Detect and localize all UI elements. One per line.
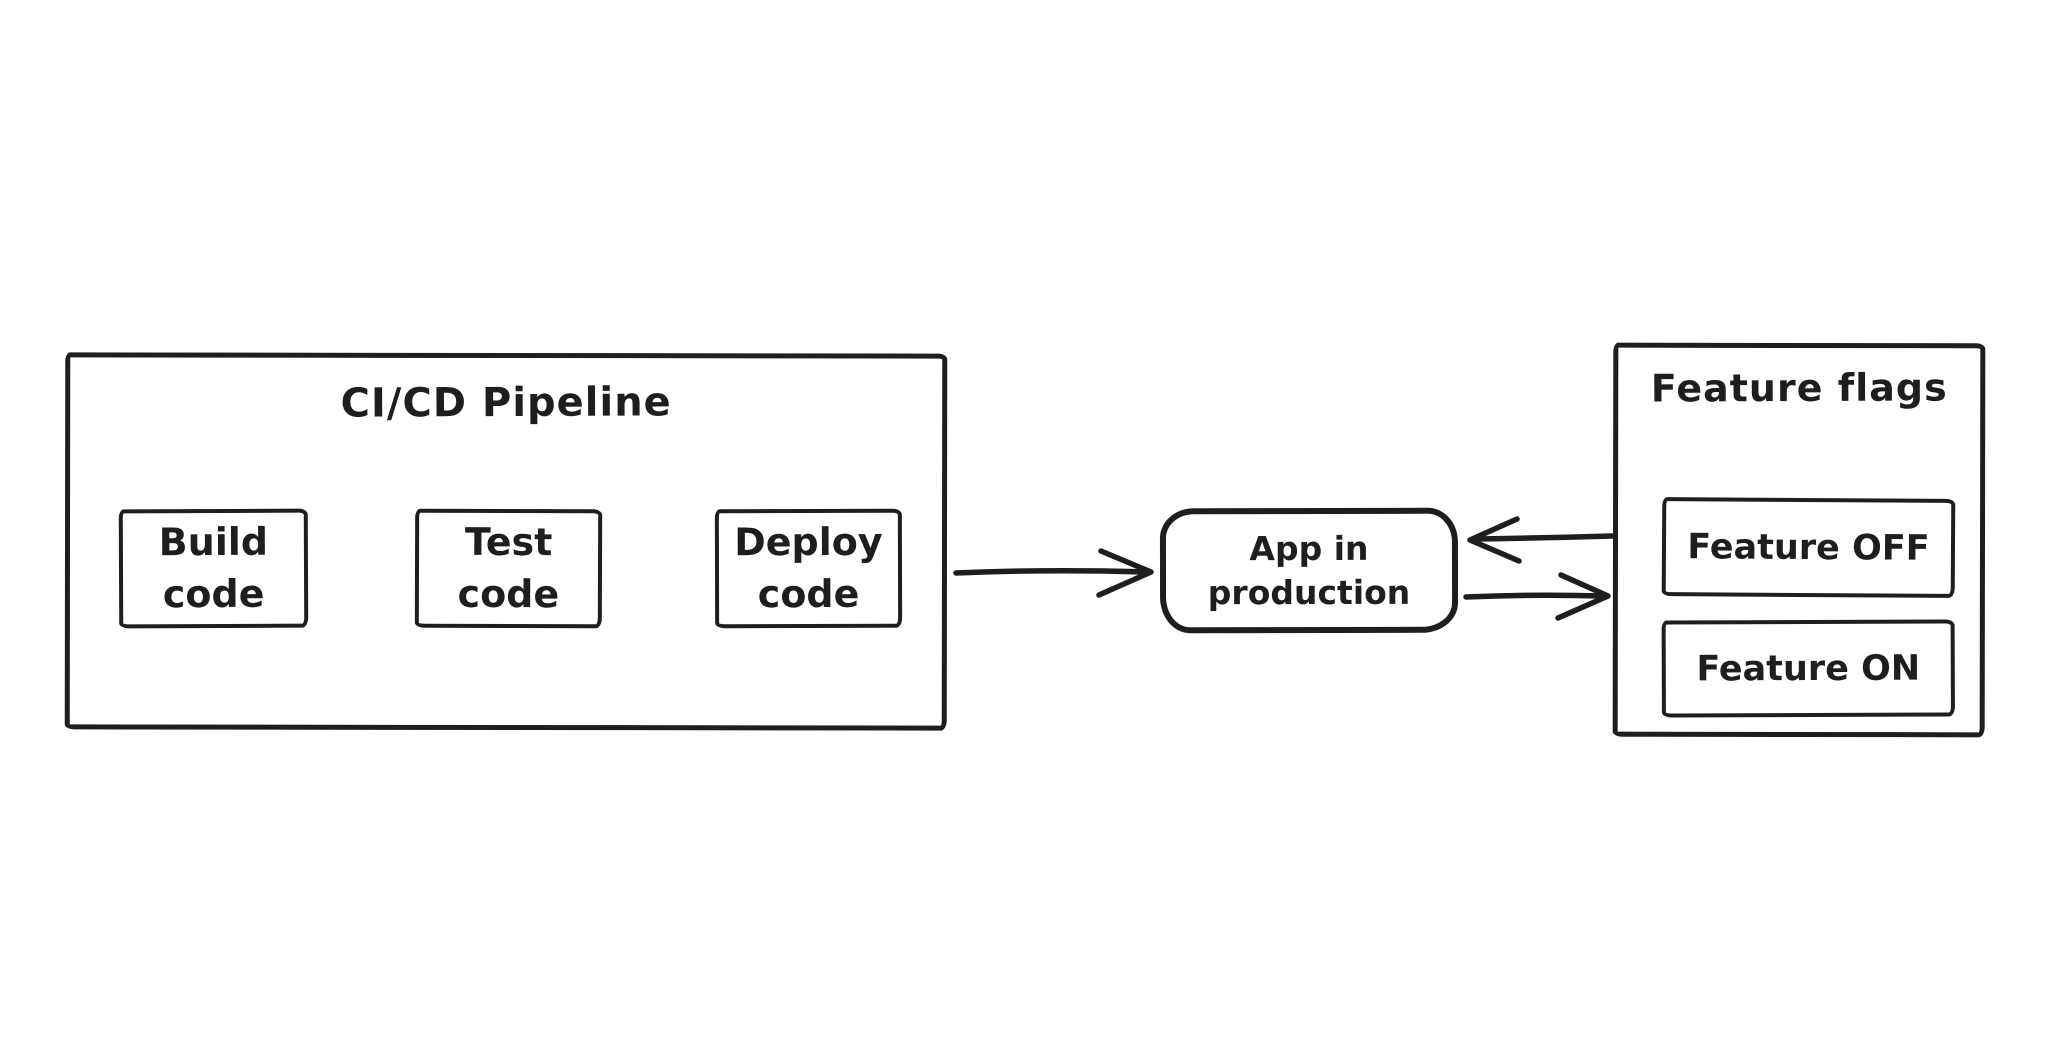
feature-flags-group: Feature flags Feature OFF Feature ON <box>1612 342 1986 738</box>
arrow-app-to-featureflags <box>1463 572 1611 621</box>
deploy-code-node: Deploy code <box>714 508 903 629</box>
arrow-pipeline-to-app <box>953 548 1154 598</box>
build-code-label-line2: code <box>162 571 265 616</box>
feature-on-node: Feature ON <box>1661 619 1955 718</box>
arrow-shaft <box>953 567 1149 576</box>
feature-flags-title: Feature flags <box>1650 365 1948 411</box>
deploy-code-label-line2: code <box>757 571 860 616</box>
feature-on-label: Feature ON <box>1696 648 1921 689</box>
deploy-code-label-line1: Deploy <box>734 520 883 565</box>
app-label-line1: App in <box>1249 528 1369 569</box>
arrow-shaft <box>1473 533 1615 542</box>
feature-off-label: Feature OFF <box>1687 526 1930 569</box>
app-label-line2: production <box>1207 572 1411 612</box>
arrow-head-icon <box>1467 516 1522 564</box>
arrow-head-icon <box>1096 548 1154 598</box>
test-code-node: Test code <box>414 508 603 629</box>
build-code-node: Build code <box>118 508 309 629</box>
test-code-label-line1: Test <box>464 520 553 565</box>
test-code-label-line2: code <box>457 571 560 616</box>
arrow-head-icon <box>1555 572 1611 621</box>
app-in-production-node: App in production <box>1159 507 1459 634</box>
arrow-featureflags-to-app <box>1467 516 1615 564</box>
feature-off-node: Feature OFF <box>1661 497 1956 598</box>
build-code-label-line1: Build <box>158 519 269 565</box>
arrow-shaft <box>1463 592 1605 600</box>
cicd-pipeline-title: CI/CD Pipeline <box>340 379 672 427</box>
